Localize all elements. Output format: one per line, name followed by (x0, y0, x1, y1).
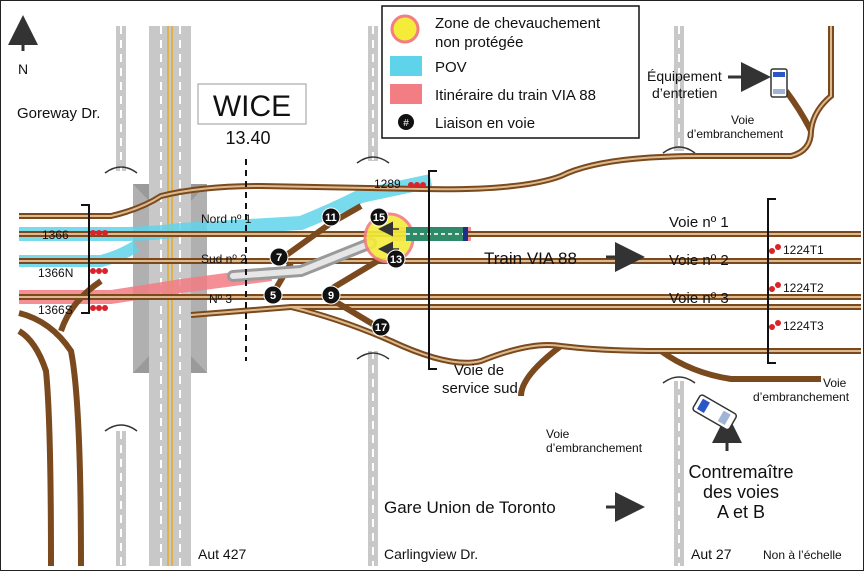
signal-1366-label: 1366 (42, 228, 69, 242)
signal-1224t3-label: 1224T3 (783, 319, 824, 333)
arrows (7, 15, 771, 522)
road-aut27 (662, 26, 696, 566)
embranchement-ne-line1: Voie (731, 113, 755, 127)
via88-train-body (227, 237, 377, 282)
road-carlingview (356, 26, 390, 566)
foreman-line3: A et B (717, 502, 765, 522)
crossover-5-label: 5 (270, 290, 276, 302)
track-nord1-label: Nord nº 1 (201, 212, 252, 226)
foreman-line2: des voies (703, 482, 779, 502)
legend-crossover-swatch (398, 114, 414, 130)
road-goreway (104, 26, 138, 566)
north-label: N (18, 61, 28, 77)
foreman-vehicle-icon (692, 394, 738, 431)
service-sud-line2: service sud (442, 380, 518, 397)
legend-via88-label: Itinéraire du train VIA 88 (435, 87, 596, 104)
embranchement-s-line1: Voie (546, 427, 570, 441)
crossover-13-label: 13 (390, 254, 402, 266)
title-box (197, 83, 307, 125)
maintenance-equipment-icon (770, 68, 788, 98)
crossover-5-marker: 5 (263, 285, 283, 305)
crossover-15-marker: 15 (369, 207, 389, 227)
signal-1366n-label: 1366N (38, 266, 73, 280)
track-voie3-label: Voie nº 3 (669, 290, 729, 307)
legend-pov-swatch (390, 56, 422, 76)
track-voie1-label: Voie nº 1 (669, 214, 729, 231)
road-aut27-label: Aut 27 (691, 546, 732, 562)
crossover-9-label: 9 (328, 290, 334, 302)
legend-overlap-line1: Zone de chevauchement (435, 15, 601, 32)
legend-overlap-swatch (390, 14, 420, 44)
foreman-line1: Contremaître (688, 462, 793, 482)
page-title: WICE (213, 90, 291, 123)
legend-crossover-symbol: # (403, 118, 409, 129)
embranchement-ne-line2: d’embranchement (687, 127, 784, 141)
signal-brackets (81, 170, 776, 370)
crossover-markers: 11 7 5 9 15 13 17 (263, 207, 406, 337)
equipment-line1: Équipement (647, 68, 722, 84)
track-sud2-label: Sud nº 2 (201, 252, 247, 266)
signal-lights (90, 182, 781, 330)
crossover-17-label: 17 (375, 322, 387, 334)
road-aut427-label: Aut 427 (198, 546, 246, 562)
crossover-9-marker: 9 (321, 285, 341, 305)
union-station-label: Gare Union de Toronto (384, 498, 556, 517)
train-label: Train VIA 88 (484, 249, 577, 268)
legend-pov-label: POV (435, 59, 467, 76)
crossover-7-label: 7 (276, 252, 282, 264)
embranchement-se-line2: d’embranchement (753, 390, 850, 404)
track-voie2-label: Voie nº 2 (669, 252, 729, 269)
crossover-17-marker: 17 (371, 317, 391, 337)
legend: # Zone de chevauchement non protégée POV… (381, 5, 640, 139)
crossover-7-marker: 7 (269, 247, 289, 267)
embranchement-s-line2: d’embranchement (546, 441, 643, 455)
crossover-13-marker: 13 (386, 249, 406, 269)
road-carlingview-label: Carlingview Dr. (384, 546, 478, 562)
legend-crossover-label: Liaison en voie (435, 115, 535, 132)
embranchement-se-line1: Voie (823, 376, 847, 390)
signal-1224t2-label: 1224T2 (783, 281, 824, 295)
crossover-11-marker: 11 (321, 207, 341, 227)
track-n3-label: Nº 3 (209, 292, 232, 306)
signal-1289-label: 1289 (374, 177, 401, 191)
signal-1224t1-label: 1224T1 (783, 243, 824, 257)
equipment-line2: d’entretien (652, 85, 717, 101)
mileage-label: 13.40 (225, 128, 270, 148)
legend-via88-swatch (390, 84, 422, 104)
service-sud-line1: Voie de (454, 362, 504, 379)
signal-1366s-label: 1366S (38, 303, 73, 317)
road-goreway-label: Goreway Dr. (17, 105, 100, 122)
legend-overlap-line2: non protégée (435, 34, 523, 51)
scale-note: Non à l’échelle (763, 548, 842, 562)
crossover-15-label: 15 (373, 212, 385, 224)
crossover-11-label: 11 (325, 212, 337, 224)
